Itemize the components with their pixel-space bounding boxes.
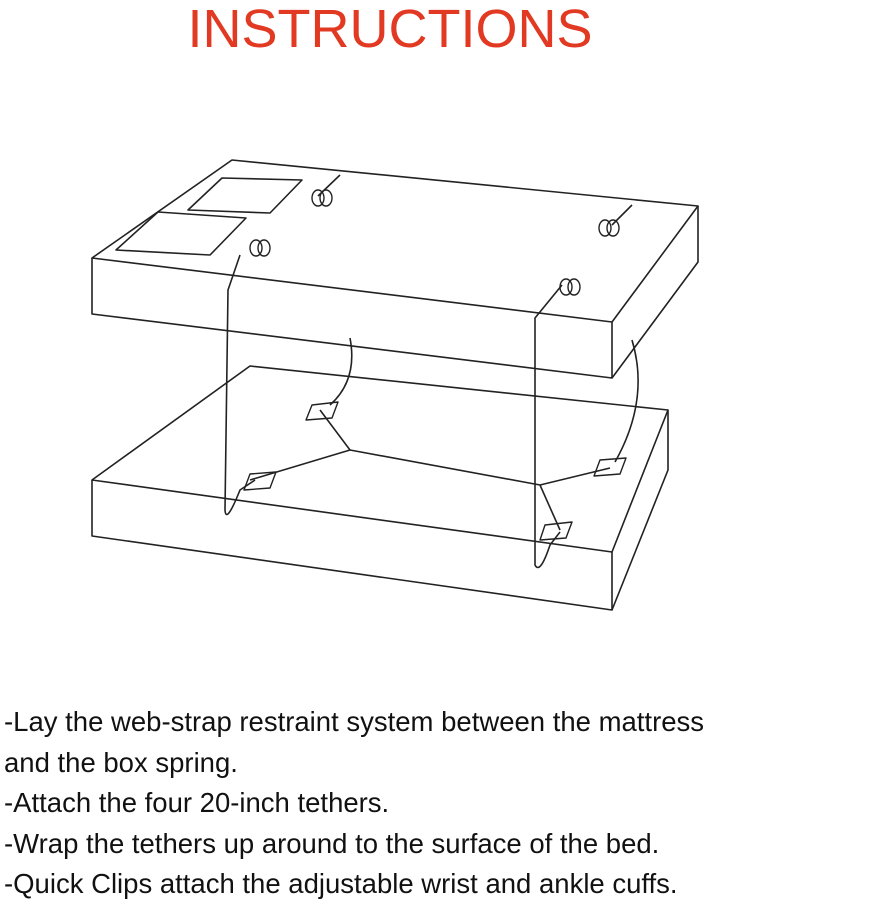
tethers xyxy=(224,174,633,569)
quick-clips xyxy=(249,189,620,296)
instruction-steps: -Lay the web-strap restraint system betw… xyxy=(4,702,704,905)
step-text: -Attach the four 20-inch tethers. xyxy=(4,787,390,818)
pillows xyxy=(115,177,303,256)
step-text: and the box spring. xyxy=(4,746,238,778)
mattress xyxy=(91,159,699,379)
step-text: -Quick Clips attach the adjustable wrist… xyxy=(4,868,678,899)
box-spring xyxy=(91,365,669,611)
web-strap xyxy=(249,337,639,531)
buckles xyxy=(243,401,627,541)
step-text: -Wrap the tethers up around to the surfa… xyxy=(4,827,660,859)
bed-restraint-diagram xyxy=(91,159,699,611)
step-text: -Lay the web-strap restraint system betw… xyxy=(4,706,705,737)
page-title: INSTRUCTIONS xyxy=(187,0,593,59)
